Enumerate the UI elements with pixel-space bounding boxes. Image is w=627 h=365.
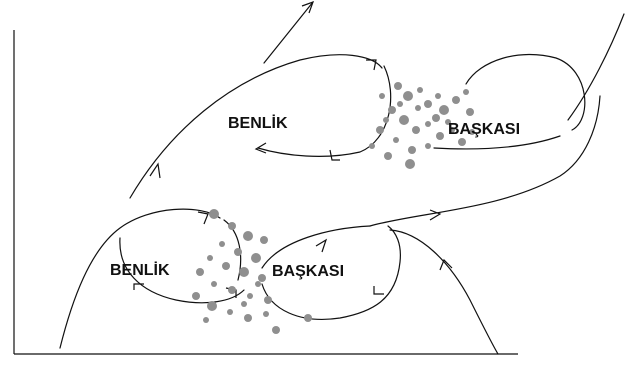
lower-other-loop-arrow [315,238,328,253]
upper-self-loop [257,65,392,157]
lower-descending-curve [389,229,499,355]
upper-exit-arrow [301,0,315,14]
lower-overlap-texture [192,209,312,334]
lower-self-label: BENLİK [110,261,170,279]
upper-self-loop-tick [329,149,340,161]
lower-other-loop-tick [373,286,384,295]
lower-left-arc-tick [197,211,209,225]
upper-other-label: BAŞKASI [448,121,520,138]
upper-right-exit-line [567,13,625,121]
lower-other-loop-top [261,225,371,269]
upper-rising-arc-arrow [149,162,161,179]
lower-self-loop [119,237,245,304]
lower-other-loop-bottom [261,225,401,320]
lower-descending-arrow [439,258,453,271]
upper-self-loop-arrow [254,142,267,154]
lower-other-label: BAŞKASI [272,263,344,280]
upper-exit-line [263,1,314,64]
upper-rising-arc [129,54,383,199]
upper-other-lower-curve [433,135,561,150]
upper-self-label: BENLİK [228,114,288,132]
lower-connector-line [369,95,601,227]
upper-other-loop [465,53,586,131]
lower-left-arc [59,208,221,349]
upper-arc-top-tick [366,59,377,71]
lower-connector-arrow [429,209,442,221]
upper-overlap-texture [369,82,475,169]
lower-self-loop-tick [133,283,144,290]
